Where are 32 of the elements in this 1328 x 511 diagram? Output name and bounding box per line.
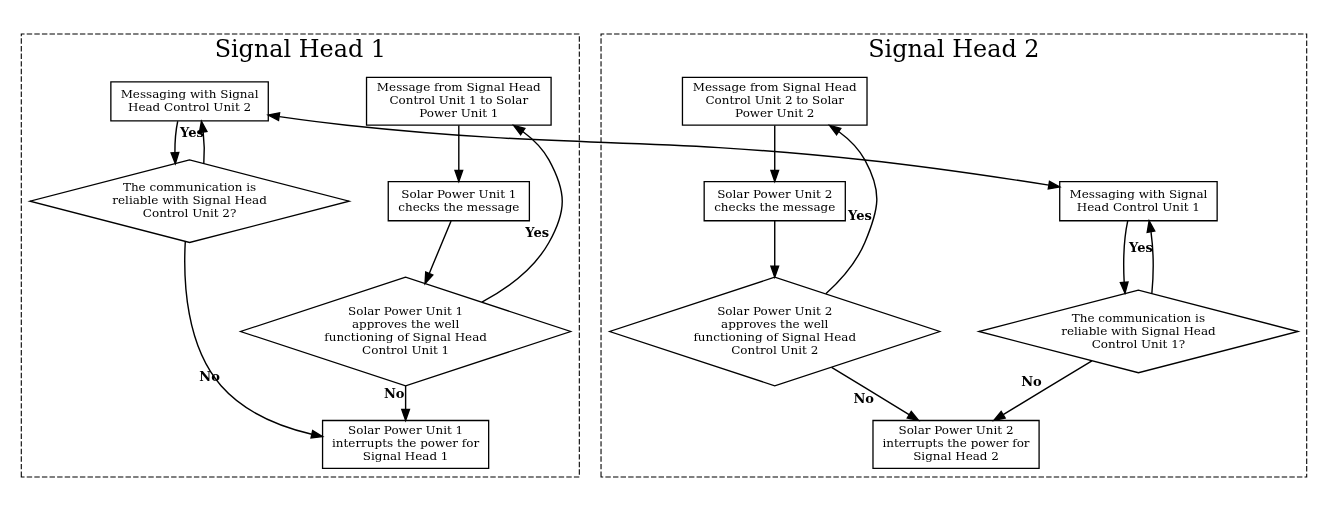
edge-label: Yes bbox=[847, 207, 872, 223]
arrow bbox=[400, 385, 411, 423]
node-box: Message from Signal Head Control Unit 1 to Solar Power Unit 1 bbox=[365, 76, 552, 126]
arrow bbox=[170, 120, 180, 166]
arrow bbox=[266, 111, 1062, 190]
node-box: Solar Power Unit 2 interrupts the power for Signal Head 2 bbox=[872, 419, 1040, 469]
arrow bbox=[424, 220, 452, 286]
arrow bbox=[769, 124, 780, 184]
edge-label: No bbox=[1021, 373, 1042, 389]
arrow bbox=[825, 124, 878, 295]
node-box: Solar Power Unit 1 interrupts the power for Signal Head 1 bbox=[321, 419, 490, 469]
node-box: Messaging with Signal Head Control Unit 2 bbox=[110, 81, 269, 122]
edge-label: No bbox=[853, 391, 875, 407]
arrow bbox=[769, 220, 780, 280]
arrow bbox=[1146, 218, 1156, 294]
arrow bbox=[1119, 220, 1129, 296]
node-diamond: The communication is reliable with Signal Head Control Unit 1? bbox=[976, 289, 1301, 374]
node-box: Messaging with Signal Head Control Unit 1 bbox=[1059, 181, 1218, 222]
node-box: Solar Power Unit 2 checks the message bbox=[703, 181, 846, 222]
arrow bbox=[481, 124, 563, 303]
arrow bbox=[830, 366, 921, 422]
arrow bbox=[454, 124, 464, 184]
edge-label: Yes bbox=[1129, 240, 1153, 256]
node-diamond: The communication is reliable with Signal Head Control Unit 2? bbox=[27, 159, 352, 244]
edge-label: No bbox=[383, 386, 405, 402]
arrow bbox=[992, 360, 1093, 422]
node-diamond: Solar Power Unit 2 approves the well functioning of Signal Head Control Unit 2 bbox=[607, 276, 942, 387]
arrow bbox=[184, 240, 325, 439]
node-box: Solar Power Unit 1 checks the message bbox=[387, 181, 531, 222]
node-diamond: Solar Power Unit 1 approves the well functioning of Signal Head Control Unit 1 bbox=[238, 276, 573, 387]
node-box: Message from Signal Head Control Unit 2 to Solar Power Unit 2 bbox=[681, 76, 868, 126]
edge-label: Yes bbox=[525, 225, 550, 241]
